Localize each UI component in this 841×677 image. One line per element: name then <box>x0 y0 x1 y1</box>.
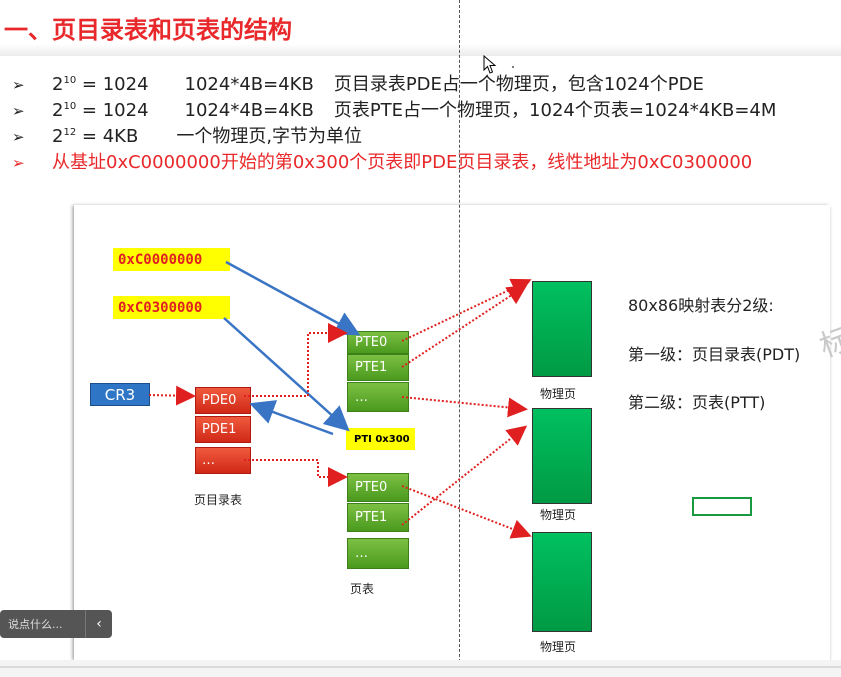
pde-entry-1: PDE1 <box>195 416 251 443</box>
pde-entry-0: PDE0 <box>195 387 251 414</box>
arrow-pte1-to-phys1 <box>401 284 528 368</box>
physical-page-1 <box>532 281 592 377</box>
bullet-marker: ➢ <box>12 102 25 120</box>
arrow-pte1b-to-phys2 <box>401 425 528 526</box>
green-outline-box <box>692 497 752 516</box>
bullet-marker: ➢ <box>12 76 25 94</box>
cr3-register: CR3 <box>90 383 150 406</box>
pte-bottom-1: PTE1 <box>347 503 409 532</box>
pte-top-0: PTE0 <box>347 331 409 354</box>
address-label-c0000000: 0xC0000000 <box>113 248 230 271</box>
arrow-pte-to-phys2 <box>401 396 528 418</box>
comment-input-placeholder[interactable]: 说点什么... <box>8 618 63 631</box>
page-table-caption: 页表 <box>350 582 375 596</box>
slide-title: 一、页目录表和页表的结构 <box>4 15 292 44</box>
bottom-band <box>0 660 841 677</box>
physical-page-label-3: 物理页 <box>540 640 577 654</box>
pte-bottom-0: PTE0 <box>347 473 409 502</box>
bullet-4: ➢从基址0xC0000000开始的第0x300个页表即PDE页目录表，线性地址为… <box>12 152 753 173</box>
physical-page-3 <box>532 532 592 632</box>
pde-entry-more: … <box>195 447 251 474</box>
arrow-pde0-to-pte-top <box>244 323 348 397</box>
pti-0x300-label: PTI 0x300 <box>346 428 415 450</box>
arrow-pte0-to-phys1 <box>401 278 532 342</box>
physical-page-label-1: 物理页 <box>540 387 577 401</box>
bullet-marker: ➢ <box>12 128 25 146</box>
pte-top-1: PTE1 <box>347 354 409 381</box>
title-underline <box>0 44 841 56</box>
bottom-band-line <box>0 666 841 668</box>
arrow-pde-to-pte-bottom <box>244 459 348 487</box>
note-level-one: 第一级：页目录表(PDT) <box>628 345 801 364</box>
note-level-two: 第二级：页表(PTT) <box>628 393 766 412</box>
collapse-chevron-icon[interactable]: ‹ <box>85 610 112 638</box>
bullet-marker: ➢ <box>12 154 25 172</box>
pte-bottom-more: … <box>347 538 409 569</box>
address-label-c0300000: 0xC0300000 <box>113 296 230 319</box>
cursor-dot <box>512 66 514 68</box>
arrow-addr2-to-pti <box>223 317 350 432</box>
arrow-addr1-to-pte0 <box>225 260 361 336</box>
comment-input-bar[interactable]: 说点什么... ‹ <box>0 610 112 638</box>
note-mapping-levels: 80x86映射表分2级: <box>628 296 774 315</box>
physical-page-2 <box>532 408 592 504</box>
physical-page-label-2: 物理页 <box>540 508 577 522</box>
arrow-pte0b-to-phys3 <box>401 485 532 539</box>
arrow-cr3-to-pde0 <box>148 385 196 406</box>
dashed-guide-line <box>459 0 460 677</box>
page-directory-caption: 页目录表 <box>194 493 243 507</box>
mouse-cursor-icon <box>483 55 497 74</box>
pte-top-more: … <box>347 382 409 412</box>
arrow-pti-to-pde0 <box>249 400 334 436</box>
